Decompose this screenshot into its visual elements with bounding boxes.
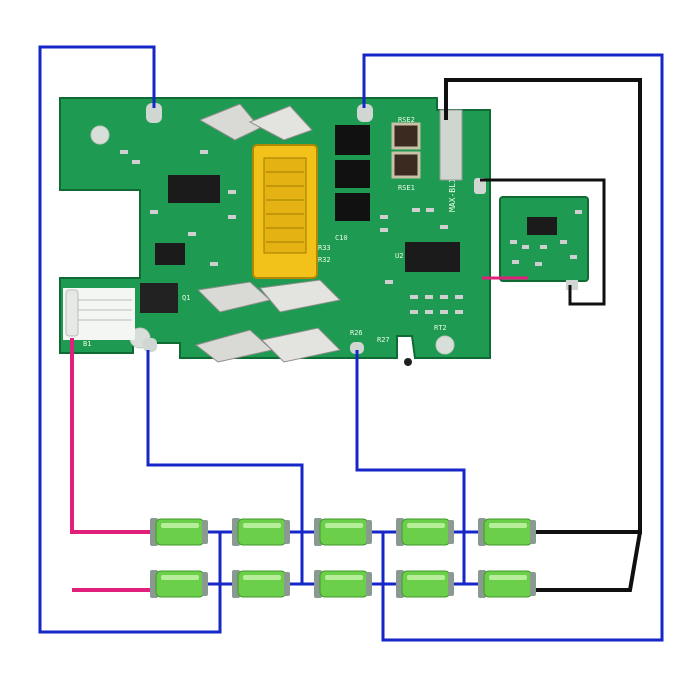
wire-black-signal <box>480 178 606 306</box>
wire-blue-b-plus <box>362 53 664 642</box>
label-r27: R27 <box>377 336 390 344</box>
ic-chip-u2 <box>405 242 460 272</box>
small-pcb-pad <box>566 280 578 290</box>
pad-bottom-left <box>143 338 157 352</box>
mosfet-1 <box>335 125 370 155</box>
mount-hole <box>90 125 110 145</box>
wires <box>38 45 664 642</box>
wire-black-positive-2 <box>535 531 642 592</box>
wire-pink-negative <box>70 338 153 534</box>
label-b1: B1 <box>83 340 91 348</box>
battery-cell <box>478 518 536 546</box>
battery-pack <box>150 518 536 598</box>
mosfet-2 <box>335 160 370 188</box>
battery-cell <box>232 518 290 546</box>
main-pcb: RSE2 RSE1 MAX-BL1830-V10 RT2 R27 R26 B1 … <box>59 97 491 366</box>
thermistor <box>404 358 412 366</box>
battery-cell <box>314 570 372 598</box>
contact-blades-top <box>198 103 313 141</box>
label-u2: U2 <box>395 252 403 260</box>
yellow-connector <box>252 144 318 279</box>
label-rse2: RSE2 <box>398 116 415 124</box>
battery-cell <box>150 570 208 598</box>
mosfet-3 <box>335 193 370 221</box>
wire-blue-b-minus <box>38 45 222 634</box>
ic-chip-1 <box>168 175 220 203</box>
label-rt2: RT2 <box>434 324 447 332</box>
side-connector <box>439 109 463 181</box>
battery-cell <box>314 518 372 546</box>
battery-cell <box>396 570 454 598</box>
small-ic <box>527 217 557 235</box>
wire-blue-tap-2 <box>355 350 466 584</box>
battery-cell <box>150 518 208 546</box>
contact-blades-bottom <box>194 279 342 363</box>
cell-links <box>208 530 482 586</box>
wire-blue-tap-1 <box>146 350 304 584</box>
battery-cell <box>232 570 290 598</box>
label-c10: C10 <box>335 234 348 242</box>
smd-components <box>120 150 463 314</box>
pad-top-left <box>146 103 162 123</box>
label-r33: R33 <box>318 244 331 252</box>
label-r26: R26 <box>350 329 363 337</box>
wire-black-positive-1 <box>444 78 642 534</box>
shunt-resistor-rse1 <box>391 151 421 179</box>
shunt-resistor-rse2 <box>391 122 421 150</box>
battery-cell <box>478 570 536 598</box>
pad-bottom-right <box>350 342 364 354</box>
pad-right-edge <box>474 178 486 194</box>
label-q1: Q1 <box>182 294 190 302</box>
label-r32: R32 <box>318 256 331 264</box>
mosfet-q1 <box>140 283 178 313</box>
pad-top-right <box>357 104 373 122</box>
battery-cell <box>396 518 454 546</box>
small-pcb <box>499 196 589 290</box>
ic-chip-2 <box>155 243 185 265</box>
mount-hole <box>435 335 455 355</box>
label-rse1: RSE1 <box>398 184 415 192</box>
